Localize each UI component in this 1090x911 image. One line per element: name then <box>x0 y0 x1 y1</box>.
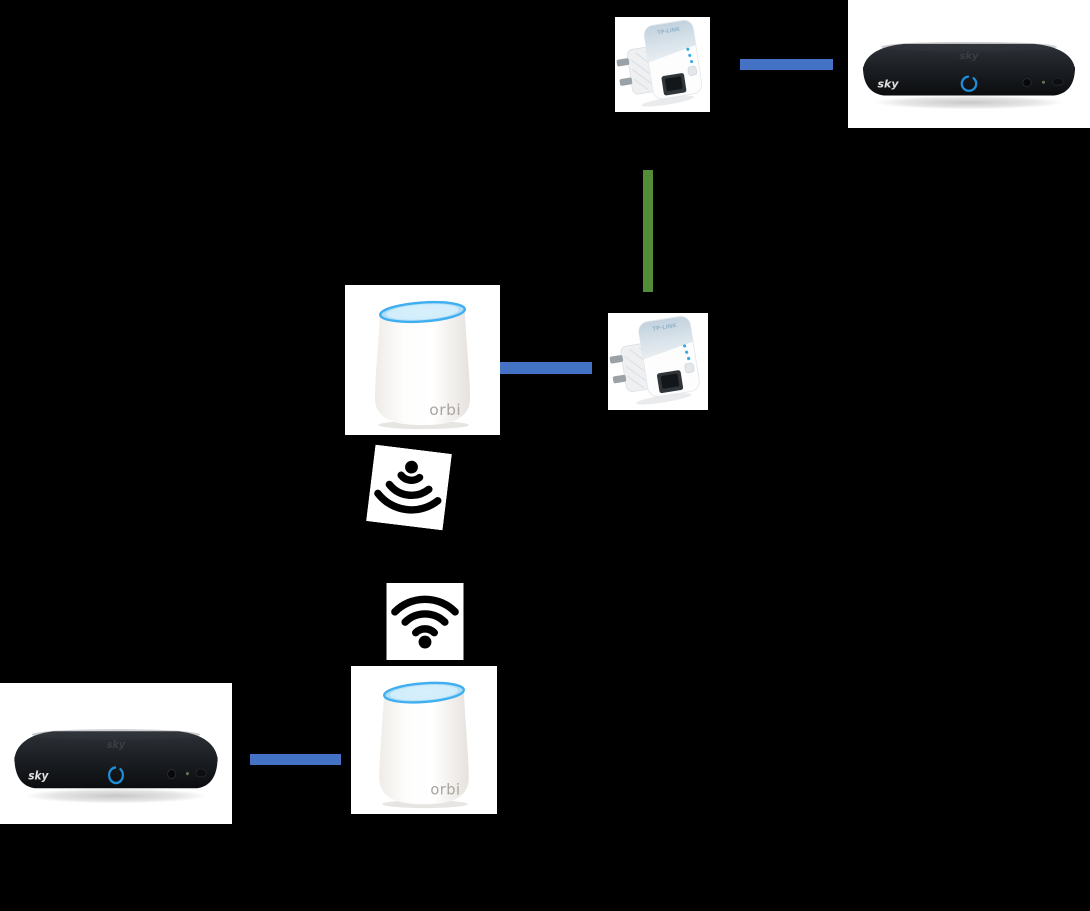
ethernet-link-bar <box>500 362 592 374</box>
ethernet-link-bar <box>740 59 833 70</box>
powerline-adapter-top <box>615 17 710 112</box>
sky-q-box-top-right <box>848 0 1090 128</box>
orbi-router-bottom <box>351 666 497 814</box>
wifi-signal-up-icon <box>383 583 467 660</box>
ethernet-link-bottom <box>250 754 341 765</box>
powerline-link-bar <box>643 170 653 292</box>
ethernet-link-top <box>740 59 833 70</box>
ethernet-link-middle <box>500 362 592 374</box>
orbi-router-middle <box>345 285 500 435</box>
ethernet-link-bar <box>250 754 341 765</box>
wifi-signal-down-icon <box>363 444 456 531</box>
powerline-adapter-middle <box>608 313 708 410</box>
sky-q-box-bottom-left <box>0 683 232 824</box>
powerline-link <box>643 170 653 292</box>
